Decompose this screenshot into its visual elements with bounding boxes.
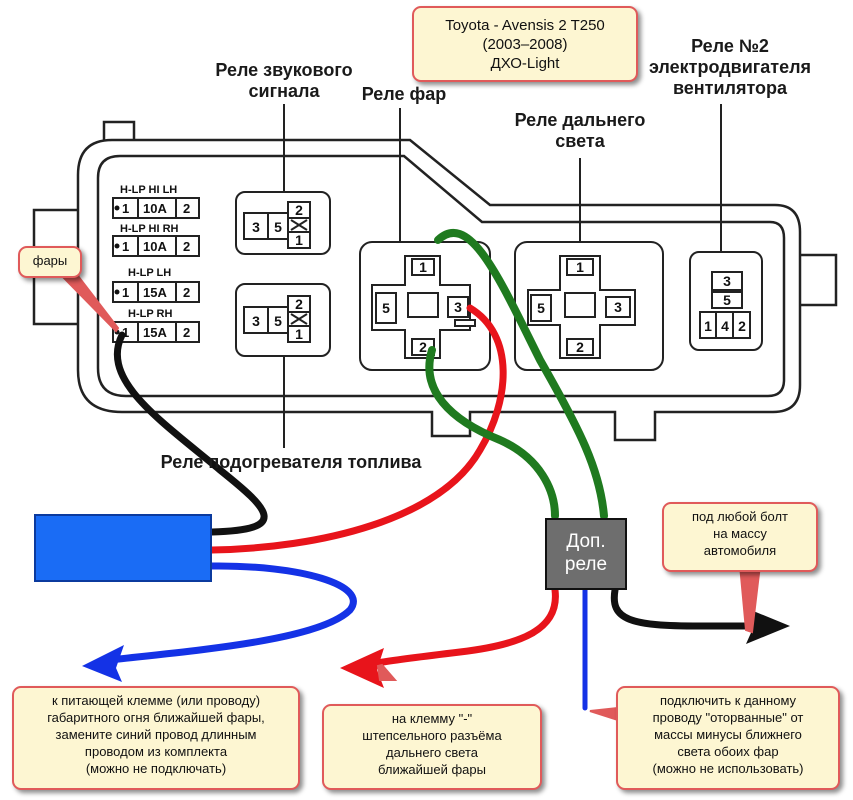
fuse-1-pin2: 2 <box>183 201 190 216</box>
svg-text:2: 2 <box>295 202 303 218</box>
fuse-3 <box>112 281 200 303</box>
svg-text:1: 1 <box>419 259 427 275</box>
fuse-1-pin1: 1 <box>122 201 129 216</box>
svg-text:1: 1 <box>576 259 584 275</box>
callout-headlights-fuse: фары <box>18 246 82 278</box>
fuse-4-name: H-LP RH <box>128 308 172 320</box>
red-wire-relay-out <box>368 586 559 668</box>
svg-text:3: 3 <box>252 313 260 329</box>
red-wire-relay-to-module <box>208 304 507 554</box>
svg-text:5: 5 <box>274 313 282 329</box>
fuse-3-pin2: 2 <box>183 285 190 300</box>
fuse-1-name: H-LP HI LH <box>120 184 177 196</box>
black-arrowhead-icon <box>746 608 790 644</box>
svg-text:4: 4 <box>721 318 729 334</box>
red-arrowhead-icon <box>340 648 384 688</box>
label-fuel-heater-relay: Реле подогревателя топлива <box>160 452 422 472</box>
fuse-1 <box>112 197 200 219</box>
fuse-2-name: H-LP HI RH <box>120 223 179 235</box>
svg-text:2: 2 <box>419 339 427 355</box>
svg-text:5: 5 <box>537 300 545 316</box>
blue-wire-module <box>106 562 357 664</box>
black-wire-ground <box>610 586 764 630</box>
label-headlight-relay: Реле фар <box>361 84 447 104</box>
svg-text:5: 5 <box>274 219 282 235</box>
svg-text:1: 1 <box>295 232 303 248</box>
svg-text:2: 2 <box>738 318 746 334</box>
blue-arrowhead-icon <box>82 645 124 682</box>
title-line-1: Toyota - Avensis 2 T250 <box>445 17 605 34</box>
svg-text:1: 1 <box>704 318 712 334</box>
fuse-2 <box>112 235 200 257</box>
svg-text:3: 3 <box>252 219 260 235</box>
fuse-1-amps: 10A <box>143 201 167 216</box>
headlight-relay-pins: 1 5 3 2 <box>382 259 462 355</box>
fan-relay-pins: 3 5 1 4 2 <box>704 273 746 334</box>
fuel-heater-relay <box>235 283 331 357</box>
fuse-2-amps: 10A <box>143 239 167 254</box>
green-wire-pin2 <box>425 346 559 520</box>
horn-relay <box>235 191 331 255</box>
title-line-3: ДХО-Light <box>490 55 560 72</box>
svg-text:5: 5 <box>382 300 390 316</box>
green-wire-pin1 <box>434 229 608 520</box>
fuse-labels: H-LP HI LH 1 10A 2 H-LP HI RH 1 10A 2 H-… <box>120 184 190 340</box>
high-beam-relay-pins: 1 5 3 2 <box>537 259 622 355</box>
fuse-3-amps: 15A <box>143 285 167 300</box>
black-wire-fuse <box>113 331 268 536</box>
drl-module-box <box>34 514 212 582</box>
label-high-beam-relay: Реле дальнего света <box>514 110 646 151</box>
svg-text:3: 3 <box>454 299 462 315</box>
svg-text:3: 3 <box>723 273 731 289</box>
title-line-2: (2003–2008) <box>482 36 568 53</box>
fan-relay <box>689 251 763 351</box>
fuse-2-pin1: 1 <box>122 239 129 254</box>
label-fan-relay: Реле №2 электродвигателя вентилятора <box>648 36 812 98</box>
callout-ground: под любой болт на массу автомобиля <box>662 502 818 572</box>
svg-text:1: 1 <box>295 326 303 342</box>
svg-text:5: 5 <box>723 292 731 308</box>
fuel-heater-relay-pins: 3 5 2 1 <box>252 296 303 342</box>
headlight-relay <box>359 241 491 371</box>
svg-text:2: 2 <box>295 296 303 312</box>
fuse-4-pin1: 1 <box>122 325 129 340</box>
callout-blue-wire: к питающей клемме (или проводу) габаритн… <box>12 686 300 790</box>
svg-text:3: 3 <box>614 299 622 315</box>
fuse-2-pin2: 2 <box>183 239 190 254</box>
fuse-dots <box>114 205 120 335</box>
fuse-3-pin1: 1 <box>122 285 129 300</box>
title-callout: Toyota - Avensis 2 T250 (2003–2008) ДХО-… <box>412 6 638 82</box>
fuse-4-pin2: 2 <box>183 325 190 340</box>
label-horn-relay: Реле звукового сигнала <box>215 60 353 101</box>
label-leader-lines <box>283 104 722 448</box>
callout-red-wire: на клемму "-" штепсельного разъёма дальн… <box>322 704 542 790</box>
fuse-4-amps: 15A <box>143 325 167 340</box>
callout-blue-thin-wire: подключить к данному проводу "оторванные… <box>616 686 840 790</box>
fuse-4 <box>112 321 200 343</box>
horn-relay-pins: 3 5 2 1 <box>252 202 303 248</box>
fuse-3-name: H-LP LH <box>128 267 171 279</box>
high-beam-relay <box>514 241 664 371</box>
extra-relay-box: Доп. реле <box>545 518 627 590</box>
svg-text:2: 2 <box>576 339 584 355</box>
fuse-block <box>112 197 200 343</box>
